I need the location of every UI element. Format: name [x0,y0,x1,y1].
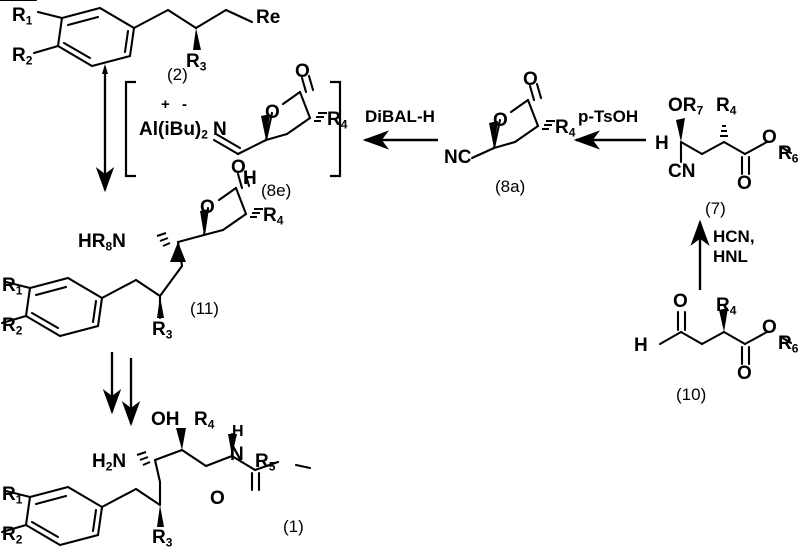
c2-r1-label: R1 [12,5,33,28]
c2-r2-label: R2 [12,45,33,68]
bracket-right-8e [330,80,342,178]
c10-ester-oxygen-label: O [762,317,777,338]
c8e-compound-label: (8e) [261,181,292,200]
compound-11-skeleton [0,0,263,338]
c11-carbonyl-oxygen-label: O [231,157,246,178]
c7-carbonyl-oxygen-label: O [737,173,752,194]
c11-compound-label: (11) [190,299,219,318]
c8a-ring-oxygen-label: O [493,110,508,131]
c8a-carbonyl-oxygen-label: O [523,69,538,90]
compound-1-skeleton [0,428,312,547]
c1-r5-label: R5 [255,451,276,474]
c1-r1-label: R1 [2,484,23,507]
compound-2-skeleton [32,6,254,68]
c8a-r4-label: R4 [555,117,576,140]
c1-r2-label: R2 [2,524,23,547]
c8e-minus-sign: - [182,96,187,113]
reagent-ptsoh-label: p-TsOH [578,107,639,126]
c7-hydrogen-label: H [655,133,669,154]
c2-re-label: Re [256,7,281,28]
c8e-aluminum-label: Al(iBu)2 [139,119,208,142]
c1-amide-hydrogen-label: H [232,423,244,440]
arrow-2-to-11 [95,64,115,193]
c8e-carbonyl-oxygen-label: O [295,61,310,82]
c10-r6-label: R6 [778,333,799,356]
reagent-dibal-h-label: DiBAL-H [365,107,435,126]
c11-r2-label: R2 [2,315,23,338]
c7-ester-oxygen-label: O [762,127,777,148]
compound-7-skeleton [676,118,793,176]
c10-r4-label: R4 [716,295,737,318]
c11-r4-label: R4 [263,205,284,228]
c1-carbonyl-oxygen-label: O [210,488,225,509]
reagent-hnl-label: HNL [713,247,748,266]
c11-amine-label: HR8N [78,231,126,254]
c7-r4-label: R4 [716,95,737,118]
c2-r3-label: R3 [186,51,207,74]
c8e-r4-label: R4 [327,109,348,132]
c1-r3-label: R3 [152,527,173,550]
c8a-compound-label: (8a) [495,177,526,196]
c11-ring-oxygen-label: O [200,197,215,218]
c8a-nitrile-label: NC [444,147,472,168]
c1-compound-label: (1) [283,517,304,536]
compound-8a-skeleton [470,82,555,160]
c10-carbonyl-oxygen-label: O [737,363,752,384]
c1-amine-label: H2N [92,451,127,474]
c11-r3-label: R3 [152,319,173,342]
c8e-ring-oxygen-label: O [265,102,280,123]
c10-aldehyde-hydrogen-label: H [634,335,648,356]
c1-hydroxyl-label: OH [151,409,180,430]
c8e-plus-sign: + [161,96,170,113]
reagent-hcn-label: HCN, [713,227,755,246]
c7-cyano-label: CN [668,161,696,182]
c7-compound-label: (7) [705,199,726,218]
c8e-hydrogen-label: H [243,168,257,189]
c2-compound-label: (2) [167,65,188,84]
c8e-nitrogen-label: N [213,119,227,140]
c1-amide-nitrogen-label: N [230,444,244,465]
c7-or7-label: OR7 [668,95,704,118]
c10-aldehyde-oxygen-label: O [673,291,688,312]
c10-compound-label: (10) [676,385,707,404]
compound-10-skeleton [658,308,793,366]
c11-r1-label: R1 [2,275,23,298]
bracket-left-8e [124,80,136,178]
compound-8e-skeleton [212,74,327,156]
c7-r6-label: R6 [778,143,799,166]
c1-r4-label: R4 [194,409,215,432]
